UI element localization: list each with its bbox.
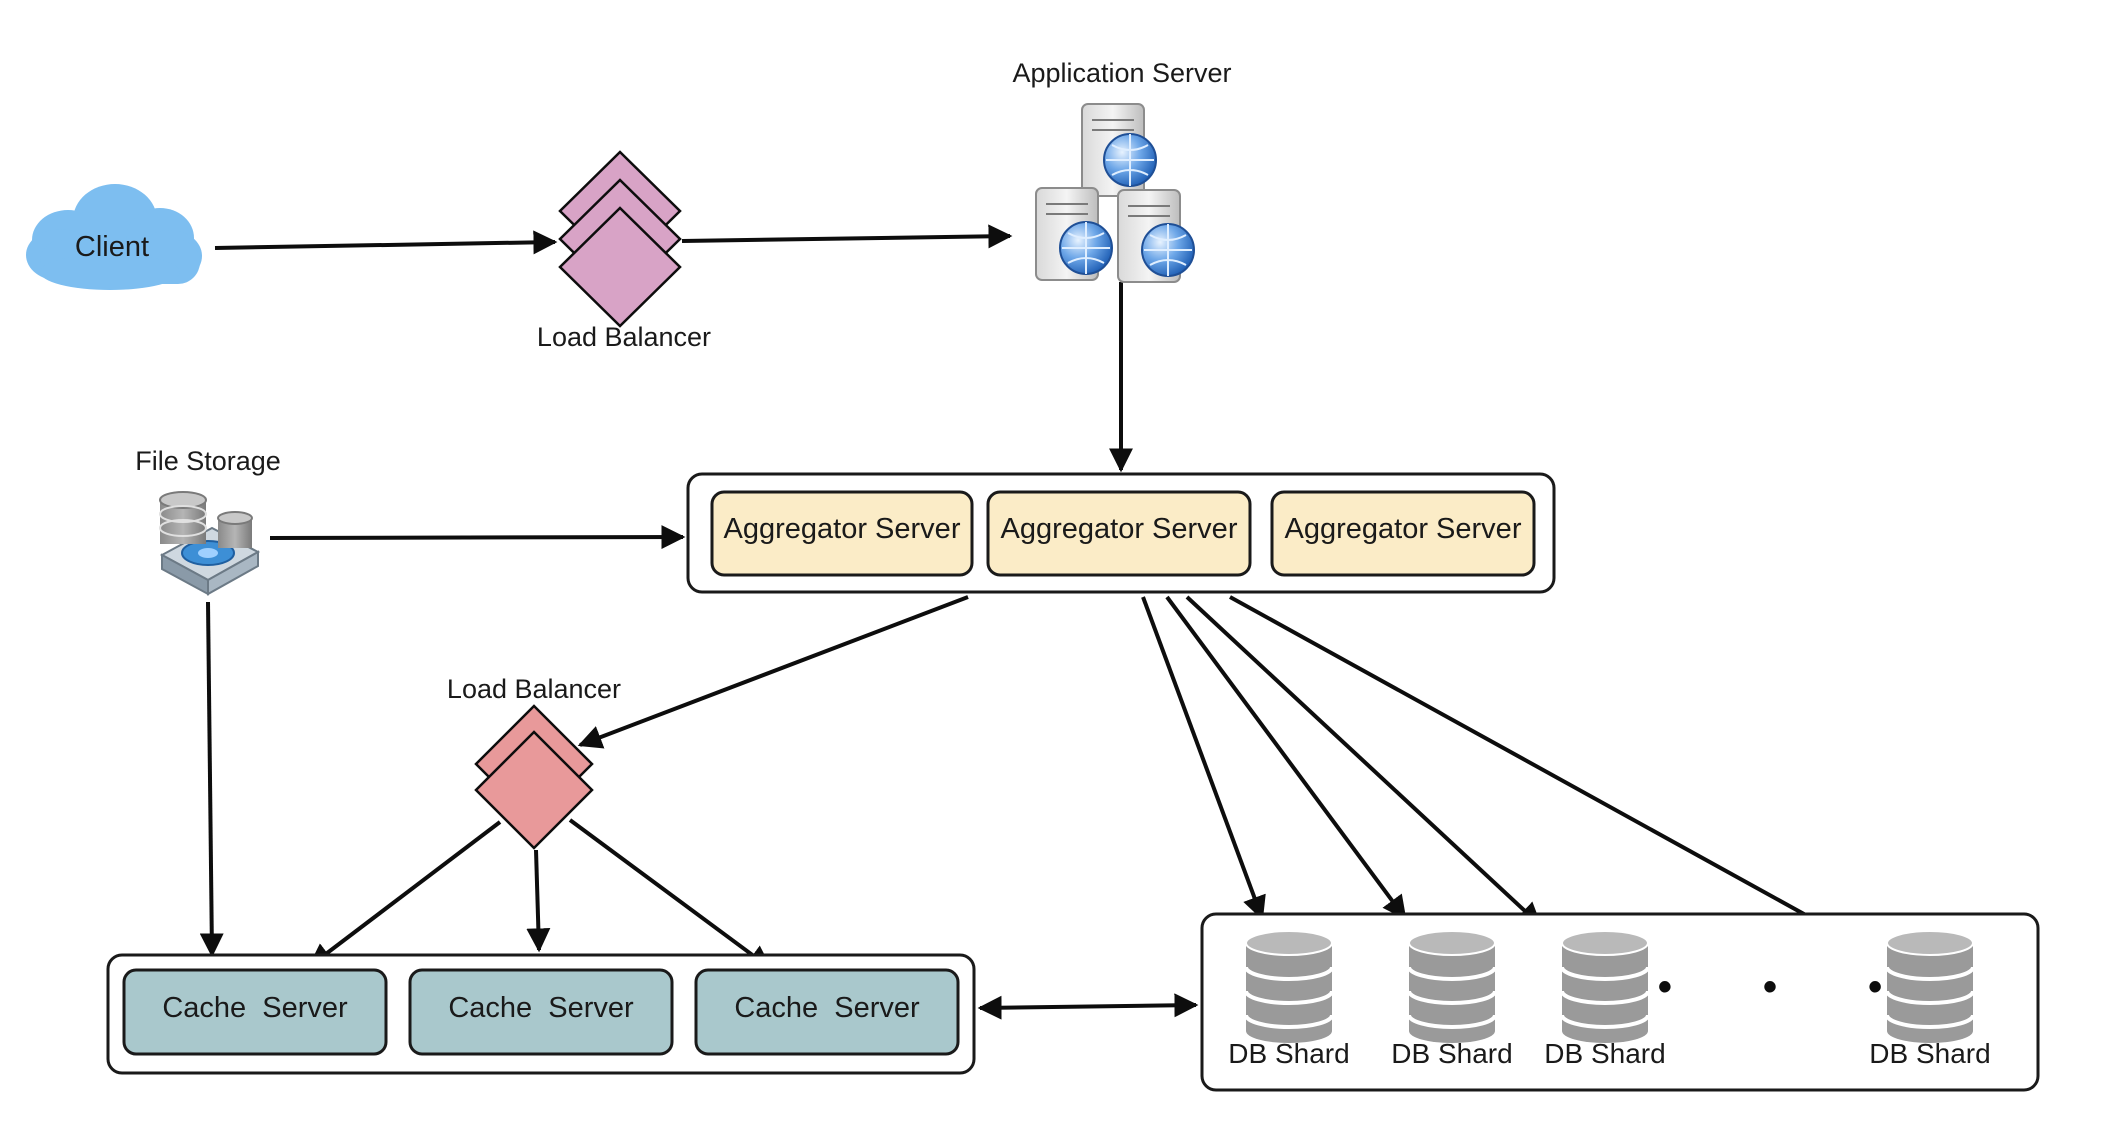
- cache-group: Cache Server Cache Server Cache Server: [106, 953, 976, 1075]
- db-shard-1[interactable]: DB Shard: [1228, 930, 1350, 1069]
- cache-server-label: Cache Server: [162, 992, 348, 1024]
- aggregator-server-2[interactable]: Aggregator Server: [986, 490, 1252, 577]
- cache-server-label: Cache Server: [448, 992, 634, 1024]
- aggregator-group: Aggregator Server Aggregator Server Aggr…: [686, 472, 1556, 594]
- db-shard-label: DB Shard: [1544, 1038, 1665, 1069]
- edge-aggregator-to-db-3: [1185, 595, 1542, 927]
- database-icon: [1407, 930, 1497, 1043]
- database-icon: [1244, 930, 1334, 1043]
- edge-aggregator-to-load-balancer: [577, 595, 969, 749]
- aggregator-server-3[interactable]: Aggregator Server: [1270, 490, 1536, 577]
- db-shard-label: DB Shard: [1228, 1038, 1349, 1069]
- edge-load-balancer-to-application-server: [681, 224, 1013, 249]
- db-shard-group: DB Shard DB Shard DB Shard • • •: [1200, 912, 2040, 1092]
- client-label: Client: [75, 231, 149, 263]
- edge-file-storage-to-aggregator: [269, 525, 686, 550]
- load-balancer-icon: [474, 704, 594, 850]
- client-node[interactable]: Client: [26, 184, 202, 290]
- aggregator-server-label: Aggregator Server: [724, 513, 961, 545]
- load-balancer-mid-label: Load Balancer: [447, 674, 621, 704]
- load-balancer-mid[interactable]: Load Balancer: [447, 674, 621, 850]
- load-balancer-top-label: Load Balancer: [537, 322, 711, 352]
- edge-load-balancer-to-cache-3: [568, 818, 772, 970]
- load-balancer-icon: [558, 150, 682, 328]
- cache-server-3[interactable]: Cache Server: [694, 968, 960, 1056]
- edges: [199, 224, 1863, 1020]
- database-icon: [1885, 930, 1975, 1043]
- db-shard-4[interactable]: DB Shard: [1869, 930, 1991, 1069]
- cache-server-1[interactable]: Cache Server: [122, 968, 388, 1056]
- file-storage-node[interactable]: File Storage: [135, 446, 281, 596]
- aggregator-server-label: Aggregator Server: [1285, 513, 1522, 545]
- edge-client-to-load-balancer: [214, 230, 558, 255]
- load-balancer-top[interactable]: Load Balancer: [537, 150, 711, 352]
- db-shard-ellipsis: • • •: [1658, 965, 1922, 1009]
- server-icon: [1035, 103, 1195, 283]
- aggregator-server-label: Aggregator Server: [1001, 513, 1238, 545]
- file-storage-icon: [159, 491, 261, 596]
- cache-server-label: Cache Server: [734, 992, 920, 1024]
- edge-aggregator-to-db-4: [1229, 595, 1863, 947]
- db-shard-3[interactable]: DB Shard: [1544, 930, 1666, 1069]
- edge-load-balancer-to-cache-2: [526, 849, 551, 953]
- db-shard-2[interactable]: DB Shard: [1391, 930, 1513, 1069]
- db-shard-label: DB Shard: [1391, 1038, 1512, 1069]
- edge-load-balancer-to-cache-1: [308, 820, 502, 968]
- file-storage-label: File Storage: [135, 446, 281, 476]
- edge-aggregator-to-db-2: [1165, 595, 1407, 920]
- cache-server-2[interactable]: Cache Server: [408, 968, 674, 1056]
- application-server-label: Application Server: [1012, 58, 1231, 88]
- application-server-node[interactable]: Application Server: [1012, 58, 1232, 283]
- edge-file-storage-to-cache: [199, 601, 224, 958]
- db-shard-label: DB Shard: [1869, 1038, 1990, 1069]
- edge-cache-db-bidirectional: [977, 993, 1199, 1020]
- database-icon: [1560, 930, 1650, 1043]
- edge-aggregator-to-db-1: [1141, 596, 1266, 921]
- aggregator-server-1[interactable]: Aggregator Server: [710, 490, 974, 577]
- cloud-icon: [26, 184, 202, 290]
